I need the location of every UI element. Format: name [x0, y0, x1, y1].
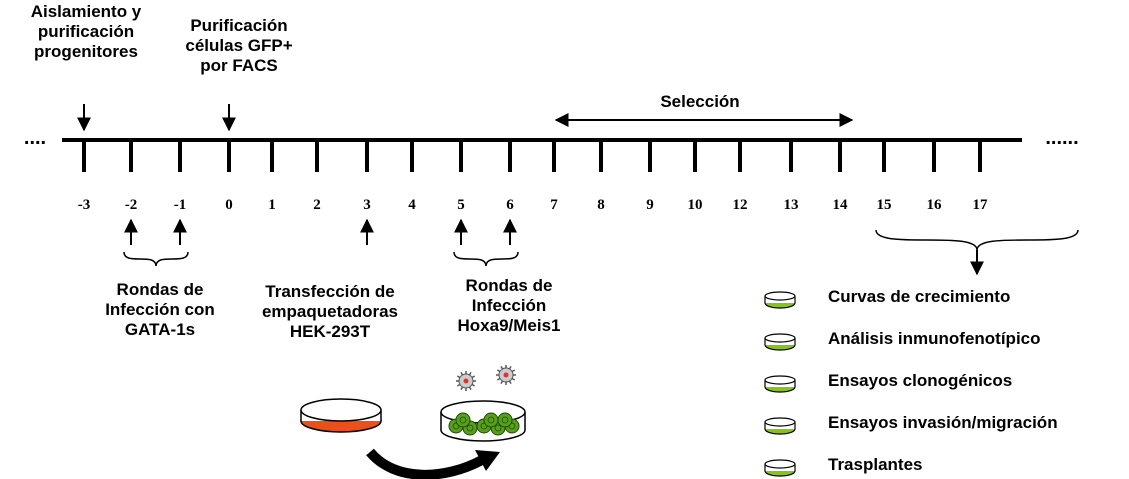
transfer-arrow [366, 448, 485, 479]
transfer-arrow-head [475, 450, 500, 471]
virus-particle-core [463, 378, 469, 384]
day-label: 2 [313, 197, 321, 213]
cell [497, 412, 513, 428]
gata-brace [123, 251, 189, 267]
cell-nucleus [501, 416, 509, 424]
day-label: 14 [832, 197, 848, 213]
assay-dish-top [764, 375, 796, 385]
day-label: 15 [876, 197, 892, 213]
day-label: 8 [597, 197, 605, 213]
hoxa-brace [453, 251, 519, 267]
assay-dish-top [764, 417, 796, 427]
day-label: 17 [972, 197, 988, 213]
assay-dish-top [764, 333, 796, 343]
day-label: 7 [550, 197, 558, 213]
transfection-label: Transfección de empaquetadoras HEK-293T [261, 282, 399, 341]
gata-infection-label: Rondas de Infección con GATA-1s [105, 280, 215, 339]
day-label: 9 [646, 197, 654, 213]
day-label: 4 [408, 197, 416, 213]
timeline-dots-left: .... [23, 127, 47, 149]
assay-label: Curvas de crecimiento [828, 287, 1011, 306]
hoxa-infection-label: Rondas de Infección Hoxa9/Meis1 [457, 276, 561, 335]
assay-label: Ensayos invasión/migración [828, 413, 1058, 432]
day-label: 10 [687, 197, 703, 213]
cell-nucleus [459, 416, 467, 424]
timeline-dots-right: ...... [1045, 127, 1079, 149]
isolation-label: Aislamiento y purificación progenitores [30, 2, 142, 61]
day-label: 16 [926, 197, 942, 213]
cell-nucleus [487, 416, 495, 424]
assay-label: Ensayos clonogénicos [828, 371, 1013, 390]
day-label: -2 [124, 197, 138, 213]
assay-dish-top [764, 459, 796, 469]
day-label: -3 [77, 197, 91, 213]
day-label: 5 [457, 197, 465, 213]
cell-nucleus [466, 424, 474, 432]
assay-label: Análisis inmunofenotípico [828, 329, 1041, 348]
day-label: 1 [268, 197, 276, 213]
cell [483, 412, 499, 428]
assay-label: Trasplantes [828, 455, 923, 474]
day-label: 13 [783, 197, 799, 213]
assays-brace [875, 229, 1079, 251]
day-label: 0 [225, 197, 233, 213]
day-label: 12 [732, 197, 748, 213]
assay-dish-top [764, 291, 796, 301]
cell [455, 412, 471, 428]
facs-label: Purificación células GFP+ por FACS [185, 16, 293, 75]
day-label: -1 [173, 197, 187, 213]
day-label: 6 [506, 197, 514, 213]
virus-particle-core [503, 372, 509, 378]
cell-nucleus [494, 424, 502, 432]
selection-label: Selección [660, 92, 740, 111]
day-label: 3 [363, 197, 371, 213]
orange-dish-top [300, 398, 382, 422]
